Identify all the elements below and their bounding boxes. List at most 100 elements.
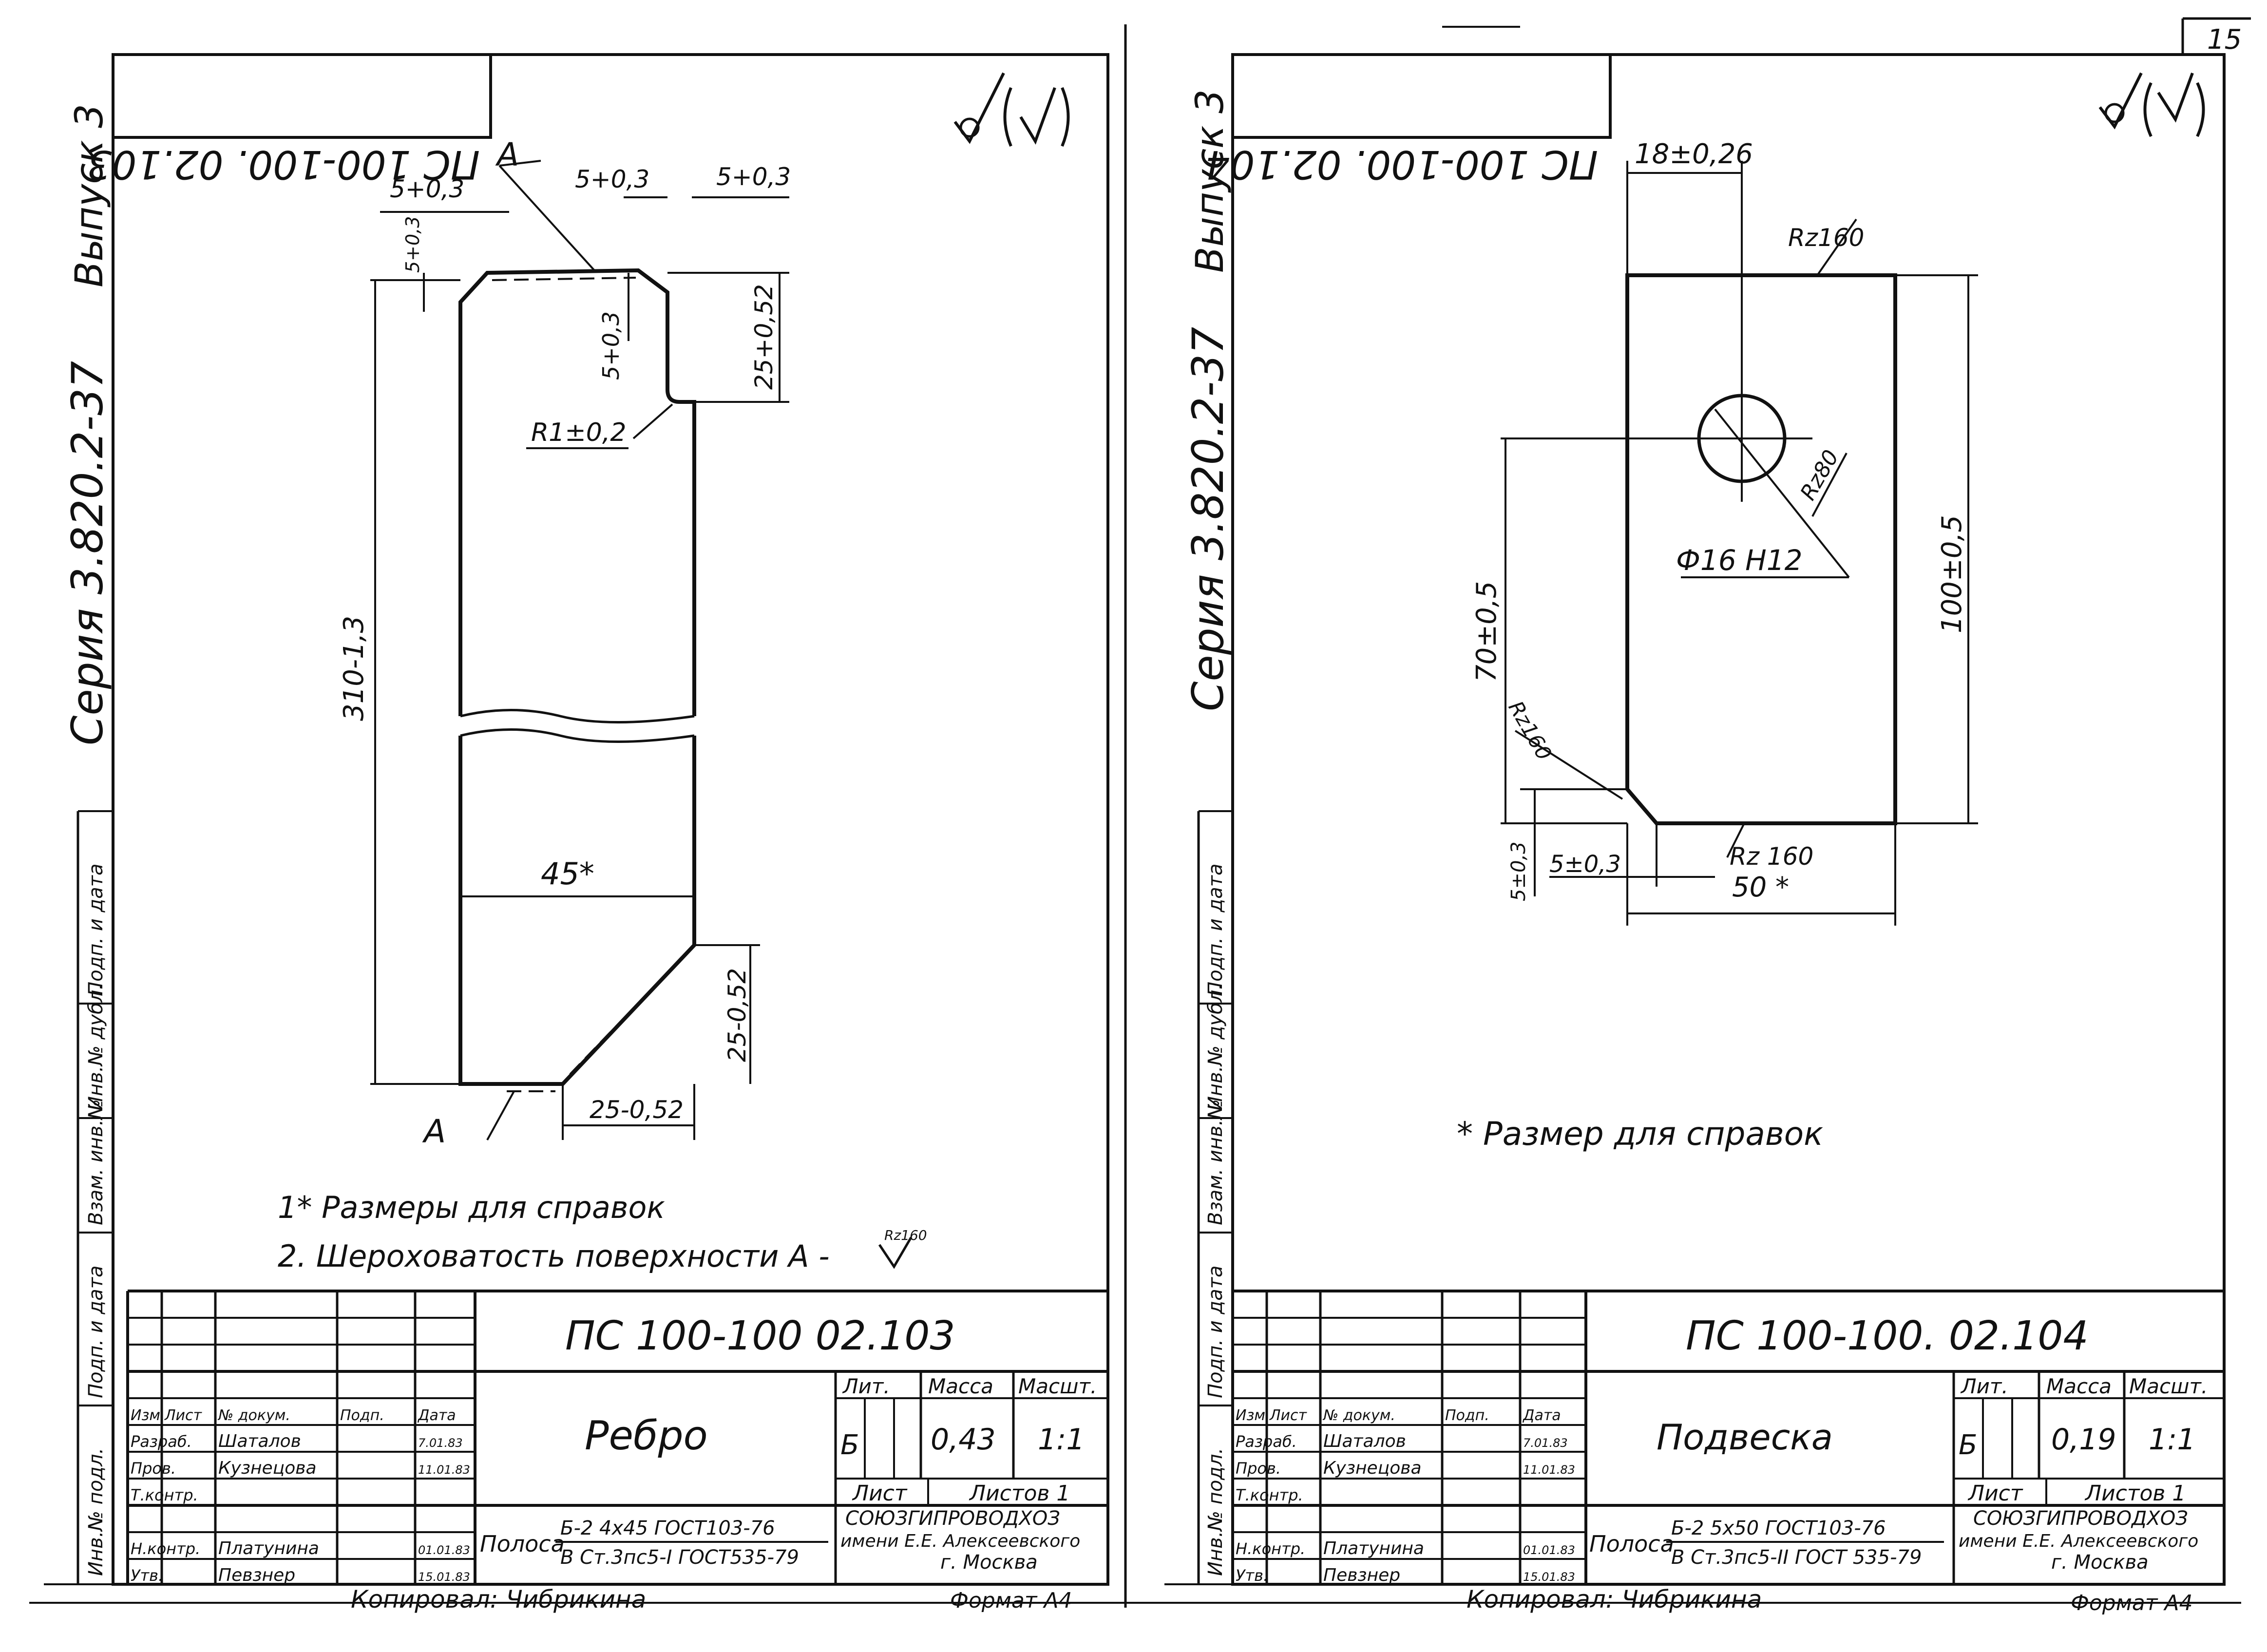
left-tb-sheets-label: Листов 1	[969, 1481, 1070, 1506]
right-stamp-5: Подп. и дата	[1204, 864, 1227, 996]
left-tb-h5: Дата	[417, 1407, 456, 1424]
right-tb-date-1: 7.01.83	[1523, 1436, 1568, 1450]
right-d1: 5±0,3	[1507, 841, 1530, 901]
right-doc-code-mirrored: ПС 100-100. 02.104	[1205, 142, 1598, 187]
right-rz-hole: Rz80	[1795, 446, 1844, 504]
left-r: R1±0,2	[531, 418, 626, 447]
right-top-width: 18±0,26	[1635, 138, 1753, 170]
left-tb-scale: 1:1	[1038, 1423, 1085, 1457]
left-d3: 5+0,3	[716, 163, 791, 191]
right-tb-date-2: 11.01.83	[1523, 1463, 1575, 1477]
right-d2: 5±0,3	[1549, 851, 1621, 878]
left-tb-name: Ребро	[585, 1413, 708, 1459]
roughness-symbol-icon	[2098, 72, 2205, 137]
left-d7: 25-0,52	[723, 968, 751, 1062]
right-tb-scale: 1:1	[2149, 1423, 2196, 1457]
left-stamp-2: Подп. и дата	[85, 1266, 107, 1398]
left-stamp-4: Инв.№ дубл.	[85, 984, 107, 1111]
right-width: 50 *	[1732, 872, 1789, 903]
right-tb-material-prefix: Полоса	[1589, 1531, 1674, 1557]
left-tb-code: ПС 100-100 02.103	[565, 1313, 955, 1359]
left-note-1: 1* Размеры для справок	[278, 1190, 665, 1225]
left-tb-role-2: Пров.	[131, 1459, 176, 1478]
right-tb-h2: Лист	[1269, 1407, 1308, 1424]
right-stamp-3: Взам. инв.№	[1204, 1099, 1227, 1225]
left-tb-org-3: г. Москва	[940, 1551, 1038, 1574]
right-stamp-2: Подп. и дата	[1204, 1266, 1227, 1398]
right-height: 100±0,5	[1936, 515, 1968, 633]
left-a-top: А	[495, 136, 519, 173]
left-tb-h3: № докум.	[217, 1407, 290, 1424]
left-tb-date-4: 01.01.83	[418, 1543, 470, 1557]
left-stamp-5: Подп. и дата	[85, 864, 107, 996]
left-tb-material-bottom: В Ст.3пс5-I ГОСТ535-79	[560, 1546, 799, 1569]
rib-dimension-lines	[370, 160, 789, 1140]
left-note-2: 2. Шероховатость поверхности А -	[278, 1238, 830, 1274]
right-tb-sheet-label: Лист	[1967, 1481, 2023, 1506]
right-stamp-4: Инв.№ дубл.	[1204, 984, 1227, 1111]
right-tb-date-5: 15.01.83	[1523, 1570, 1575, 1584]
right-tb-code: ПС 100-100. 02.104	[1686, 1313, 2089, 1359]
right-tb-h1: Изм.	[1236, 1407, 1270, 1424]
left-tb-h4: Подп.	[340, 1407, 384, 1424]
right-tb-lit-label: Лит.	[1960, 1374, 2008, 1398]
left-tb-name-2: Кузнецова	[218, 1458, 317, 1478]
left-tb-scale-label: Масшт.	[1018, 1374, 1097, 1398]
right-tb-org-1: СОЮЗГИПРОВОДХОЗ	[1973, 1507, 2188, 1530]
right-hole: Ф16 Н12	[1676, 544, 1803, 577]
left-tb-role-3: Т.контр.	[131, 1486, 198, 1504]
left-d5: 5+0,3	[598, 311, 624, 380]
left-tb-role-1: Разраб.	[131, 1432, 192, 1451]
page-number: 15	[2207, 24, 2242, 56]
right-tb-role-4: Н.контр.	[1236, 1539, 1305, 1558]
left-tb-h1: Изм.	[131, 1407, 165, 1424]
left-tb-lit: Б	[840, 1429, 859, 1461]
right-tb-scale-label: Масшт.	[2129, 1374, 2208, 1398]
left-a-bottom: А	[422, 1113, 446, 1150]
left-tb-sheet-label: Лист	[852, 1481, 908, 1506]
hanger-dimension-lines	[1501, 161, 1978, 926]
left-tb-lit-label: Лит.	[842, 1374, 890, 1398]
left-tb-role-4: Н.контр.	[131, 1539, 200, 1558]
left-d8: 25-0,52	[590, 1096, 684, 1124]
left-tb-mass-label: Масса	[928, 1374, 993, 1398]
left-tb-material-prefix: Полоса	[480, 1531, 565, 1557]
right-tb-org-3: г. Москва	[2051, 1551, 2149, 1574]
right-tb-h5: Дата	[1522, 1407, 1561, 1424]
right-tb-mass-label: Масса	[2046, 1374, 2112, 1398]
left-tb-date-2: 11.01.83	[418, 1463, 470, 1477]
right-note: * Размер для справок	[1457, 1115, 1823, 1153]
left-tb-h2: Лист	[164, 1407, 203, 1424]
right-tb-name-5: Певзнер	[1323, 1565, 1400, 1585]
left-d4: 5+0,3	[402, 216, 423, 273]
right-tb-role-1: Разраб.	[1236, 1432, 1297, 1451]
left-tb-org-2: имени Е.Е. Алексеевского	[840, 1531, 1080, 1551]
left-tb-org-1: СОЮЗГИПРОВОДХОЗ	[845, 1507, 1060, 1530]
right-tb-name-1: Шаталов	[1323, 1431, 1406, 1451]
right-side-series: Серия 3.820.2-37	[1183, 327, 1233, 711]
rib-part-outline	[458, 268, 696, 1092]
left-stamp-3: Взам. инв.№	[85, 1099, 107, 1225]
left-width: 45*	[541, 856, 594, 892]
right-hole-pos: 70±0,5	[1471, 581, 1503, 682]
left-note-rz: Rz160	[884, 1227, 927, 1243]
right-tb-h4: Подп.	[1445, 1407, 1489, 1424]
right-tb-name-2: Кузнецова	[1323, 1458, 1422, 1478]
right-tb-role-5: Утв.	[1236, 1566, 1268, 1585]
left-d2: 5+0,3	[575, 165, 649, 193]
left-title-block	[126, 1290, 1108, 1584]
roughness-symbol-icon	[953, 72, 1070, 147]
left-d1: 5+0,3	[390, 175, 464, 203]
right-tb-sheets-label: Листов 1	[2084, 1481, 2186, 1506]
roughness-note-icon	[878, 1236, 913, 1269]
right-sheet: Выпуск 3 Серия 3.820.2-37 Инв.№ подл. По…	[1164, 53, 2226, 1615]
left-stamp-1: Инв.№ подл.	[85, 1448, 107, 1576]
left-side-series: Серия 3.820.2-37	[62, 361, 113, 745]
right-stamp-1: Инв.№ подл.	[1204, 1448, 1227, 1576]
left-doc-code-mirrored: ПС 100-100. 02.103	[87, 142, 480, 187]
left-tb-name-4: Платунина	[218, 1538, 319, 1558]
hanger-part-outline	[1625, 273, 1897, 825]
right-tb-mass: 0,19	[2051, 1423, 2116, 1457]
right-tb-role-2: Пров.	[1236, 1459, 1281, 1478]
right-tb-name: Подвеска	[1657, 1417, 1833, 1458]
